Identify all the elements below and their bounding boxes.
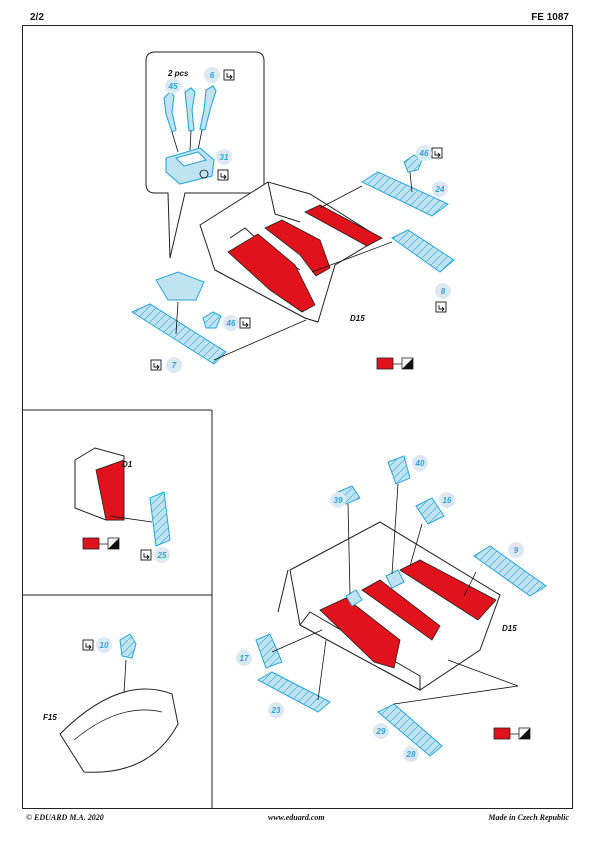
pe-plate-16 (415, 497, 445, 525)
copyright-text: © EDUARD M.A. 2020 (26, 813, 104, 822)
part-23: 23 (271, 706, 281, 715)
pe-plate-7 (130, 303, 227, 365)
pe-part-10 (119, 633, 137, 659)
paint-swatch-icon (493, 727, 531, 740)
bend-arrow-icon (435, 301, 447, 313)
pe-plate-40 (387, 455, 411, 485)
part-28: 28 (406, 750, 416, 759)
paint-swatch-icon (376, 357, 414, 370)
bend-arrow-icon (239, 317, 251, 329)
red-floor-lower-mid (361, 579, 441, 641)
bend-arrow-icon (140, 549, 152, 561)
red-floor-right (264, 219, 331, 277)
ref-f15: F15 (43, 713, 57, 722)
part-24: 24 (435, 185, 445, 194)
pe-plate-29 (377, 703, 443, 757)
sheet-frame (22, 25, 573, 809)
pe-plate-17 (255, 633, 283, 669)
blue-box-right (385, 569, 405, 589)
part-45: 45 (168, 82, 178, 91)
d1-leader (109, 515, 153, 523)
part-25: 25 (157, 551, 167, 560)
seat-cushion (155, 271, 205, 301)
ref-d15-bottom: D15 (502, 624, 517, 633)
product-code: FE 1087 (531, 12, 569, 23)
control-box (165, 147, 215, 185)
ref-d1: D1 (122, 460, 133, 469)
part-46b: 46 (226, 319, 236, 328)
part-6: 6 (210, 71, 215, 80)
part-17: 17 (240, 654, 249, 663)
top-leader-lines (175, 171, 413, 361)
page-number: 2/2 (30, 12, 44, 23)
pe-plate-25 (149, 491, 171, 547)
pe-part-46b (202, 311, 222, 329)
bend-arrow-icon (217, 169, 229, 181)
bend-arrow-icon (431, 147, 443, 159)
red-floor-lower-right (399, 559, 497, 621)
pe-plate-24 (360, 171, 449, 217)
bend-arrow-icon (150, 359, 162, 371)
paint-swatch-icon (82, 537, 120, 550)
pe-part-46a (403, 154, 423, 173)
d1-block (74, 447, 125, 521)
part-8: 8 (441, 287, 446, 296)
part-31: 31 (220, 153, 229, 162)
bend-arrow-icon (223, 69, 235, 81)
pe-plate-23 (256, 671, 331, 713)
red-strip-top (304, 204, 383, 247)
pedal-levers (163, 85, 217, 133)
f15-cover (59, 688, 179, 773)
part-7: 7 (172, 361, 177, 370)
part-39: 39 (334, 496, 343, 505)
part-10: 10 (100, 641, 109, 650)
part-46a: 46 (419, 149, 429, 158)
bottom-leader-lines (271, 483, 519, 705)
lever-leaders (171, 129, 203, 153)
origin-text: Made in Czech Republic (488, 813, 569, 822)
part-16: 16 (443, 496, 452, 505)
screw-detail (199, 169, 209, 179)
pe-plate-8 (391, 229, 455, 273)
part-9: 9 (514, 546, 519, 555)
note-2-pcs: 2 pcs (167, 69, 189, 78)
red-floor-lower-left (319, 597, 401, 669)
pe-plate-9 (473, 545, 547, 597)
bend-arrow-icon (82, 639, 94, 651)
part-number-bubbles (96, 67, 524, 762)
ref-d15-top: D15 (350, 314, 365, 323)
part-29: 29 (376, 727, 386, 736)
website-text: www.eduard.com (268, 813, 325, 822)
red-floor-left (227, 233, 316, 313)
part-40: 40 (415, 459, 425, 468)
panel-dividers (22, 409, 213, 809)
